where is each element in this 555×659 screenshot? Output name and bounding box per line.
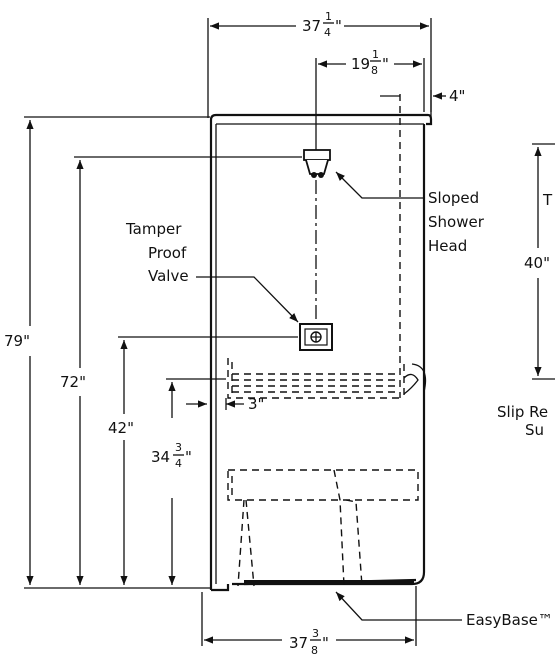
- side-height-value: 40": [524, 254, 550, 272]
- sloped-shower-head: [303, 149, 331, 178]
- base-width-den: 8: [311, 644, 318, 657]
- valve-callout: Tamper Proof Valve: [125, 220, 299, 323]
- seat-height-den: 4: [175, 457, 182, 470]
- seat-height-dimension: 34 3 4 ": [151, 378, 226, 585]
- valve-height-dimension: 42": [108, 336, 298, 585]
- valve-label-1: Tamper: [125, 220, 182, 238]
- valve-height-value: 42": [108, 419, 134, 437]
- shower-head-label-3: Head: [428, 237, 467, 255]
- seat-depth-dimension: 3": [186, 395, 264, 413]
- base-width-unit: ": [322, 634, 329, 652]
- shower-unit-outline: [209, 113, 433, 592]
- head-offset-num: 1: [372, 48, 379, 61]
- shower-head-callout: Sloped Shower Head: [335, 171, 485, 255]
- valve-label-3: Valve: [148, 267, 189, 285]
- easybase-label: EasyBase™: [466, 611, 553, 629]
- seat-depth-value: 3": [248, 395, 264, 413]
- overall-width-dimension: 37 1 4 ": [207, 10, 432, 118]
- overall-width-den: 4: [324, 26, 331, 39]
- side-partial-label-2: Su: [525, 421, 544, 439]
- overall-height-value: 79": [4, 332, 30, 350]
- side-partial-label-1: Slip Re: [497, 403, 548, 421]
- head-offset-den: 8: [371, 64, 378, 77]
- head-offset-whole: 19: [351, 55, 370, 73]
- base-width-num: 3: [312, 627, 319, 640]
- overall-height-dimension: 79": [4, 116, 210, 589]
- valve-label-2: Proof: [148, 244, 187, 262]
- easybase-callout: EasyBase™: [335, 591, 553, 629]
- head-height-dimension: 72": [60, 156, 302, 585]
- side-partial-top: T: [542, 191, 553, 209]
- seat-height-num: 3: [175, 441, 182, 454]
- overall-width-num: 1: [325, 10, 332, 23]
- overall-width-whole: 37: [302, 17, 321, 35]
- lip-value: 4": [449, 87, 465, 105]
- overall-width-unit: ": [335, 17, 342, 35]
- side-view-partial: 40" T Slip Re Su: [497, 143, 555, 439]
- seat-height-unit: ": [185, 448, 192, 466]
- head-offset-dimension: 19 1 8 ": [315, 48, 425, 150]
- shower-head-label-1: Sloped: [428, 189, 479, 207]
- folding-seat: [227, 356, 427, 399]
- tamper-proof-valve: [299, 323, 333, 351]
- base-width-dimension: 37 3 8 ": [201, 586, 417, 657]
- head-offset-unit: ": [382, 55, 389, 73]
- head-height-value: 72": [60, 373, 86, 391]
- lip-dimension: 4": [430, 87, 465, 112]
- shower-head-label-2: Shower: [428, 213, 485, 231]
- seat-height-whole: 34: [151, 448, 170, 466]
- base-width-whole: 37: [289, 634, 308, 652]
- lower-bench: [227, 469, 419, 587]
